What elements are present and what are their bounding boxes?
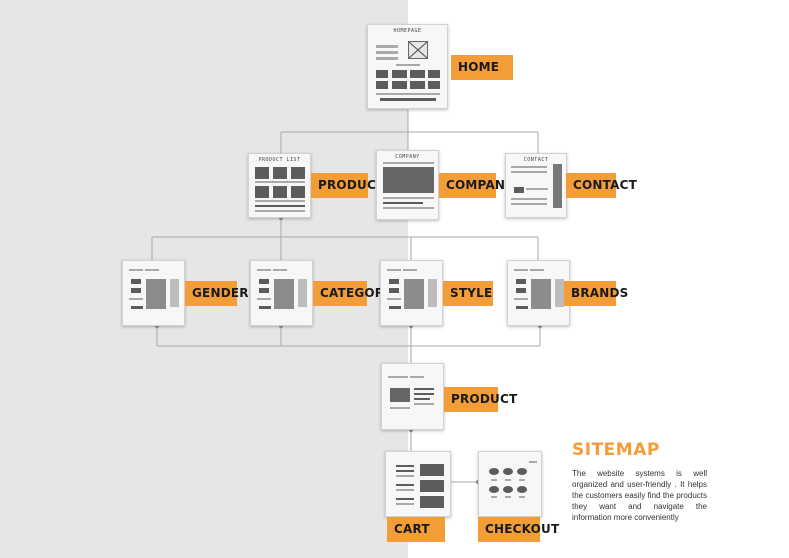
style-wireframe (380, 260, 443, 326)
homepage-wireframe-title: HOMEPAGE (393, 28, 422, 34)
cart-label: CART (387, 517, 445, 542)
product-list-wireframe-title: PRODUCT LIST (258, 157, 301, 163)
home-label: HOME (451, 55, 513, 80)
checkout-label: CHECKOUT (478, 517, 559, 542)
contact-wireframe: CONTACT (505, 153, 567, 218)
homepage-wireframe: HOMEPAGE (367, 24, 448, 109)
product-list-wireframe: PRODUCT LIST (248, 153, 311, 218)
checkout-wireframe (478, 451, 542, 517)
brands-wireframe (507, 260, 570, 326)
company-wireframe-title: COMPANY (395, 154, 420, 160)
cart-wireframe (385, 451, 451, 517)
product-label: PRODUCT (444, 387, 517, 412)
category-label: CATEGORY (313, 281, 392, 306)
contact-label: CONTACT (566, 173, 637, 198)
company-label: COMPANY (439, 173, 514, 198)
gender-label: GENDER (185, 281, 249, 306)
sitemap-description: The website systems is well organized an… (572, 469, 707, 522)
category-wireframe (250, 260, 313, 326)
contact-wireframe-title: CONTACT (523, 157, 549, 163)
company-wireframe: COMPANY (376, 150, 439, 220)
image-placeholder-icon (408, 41, 428, 59)
gender-wireframe (122, 260, 185, 326)
brands-label: BRANDS (564, 281, 628, 306)
style-label: STYLE (443, 281, 493, 306)
products-label: PRODUCTS (311, 173, 393, 198)
left-background-panel (0, 0, 408, 558)
product-wireframe (381, 363, 444, 430)
sitemap-title: SITEMAP (572, 440, 660, 460)
